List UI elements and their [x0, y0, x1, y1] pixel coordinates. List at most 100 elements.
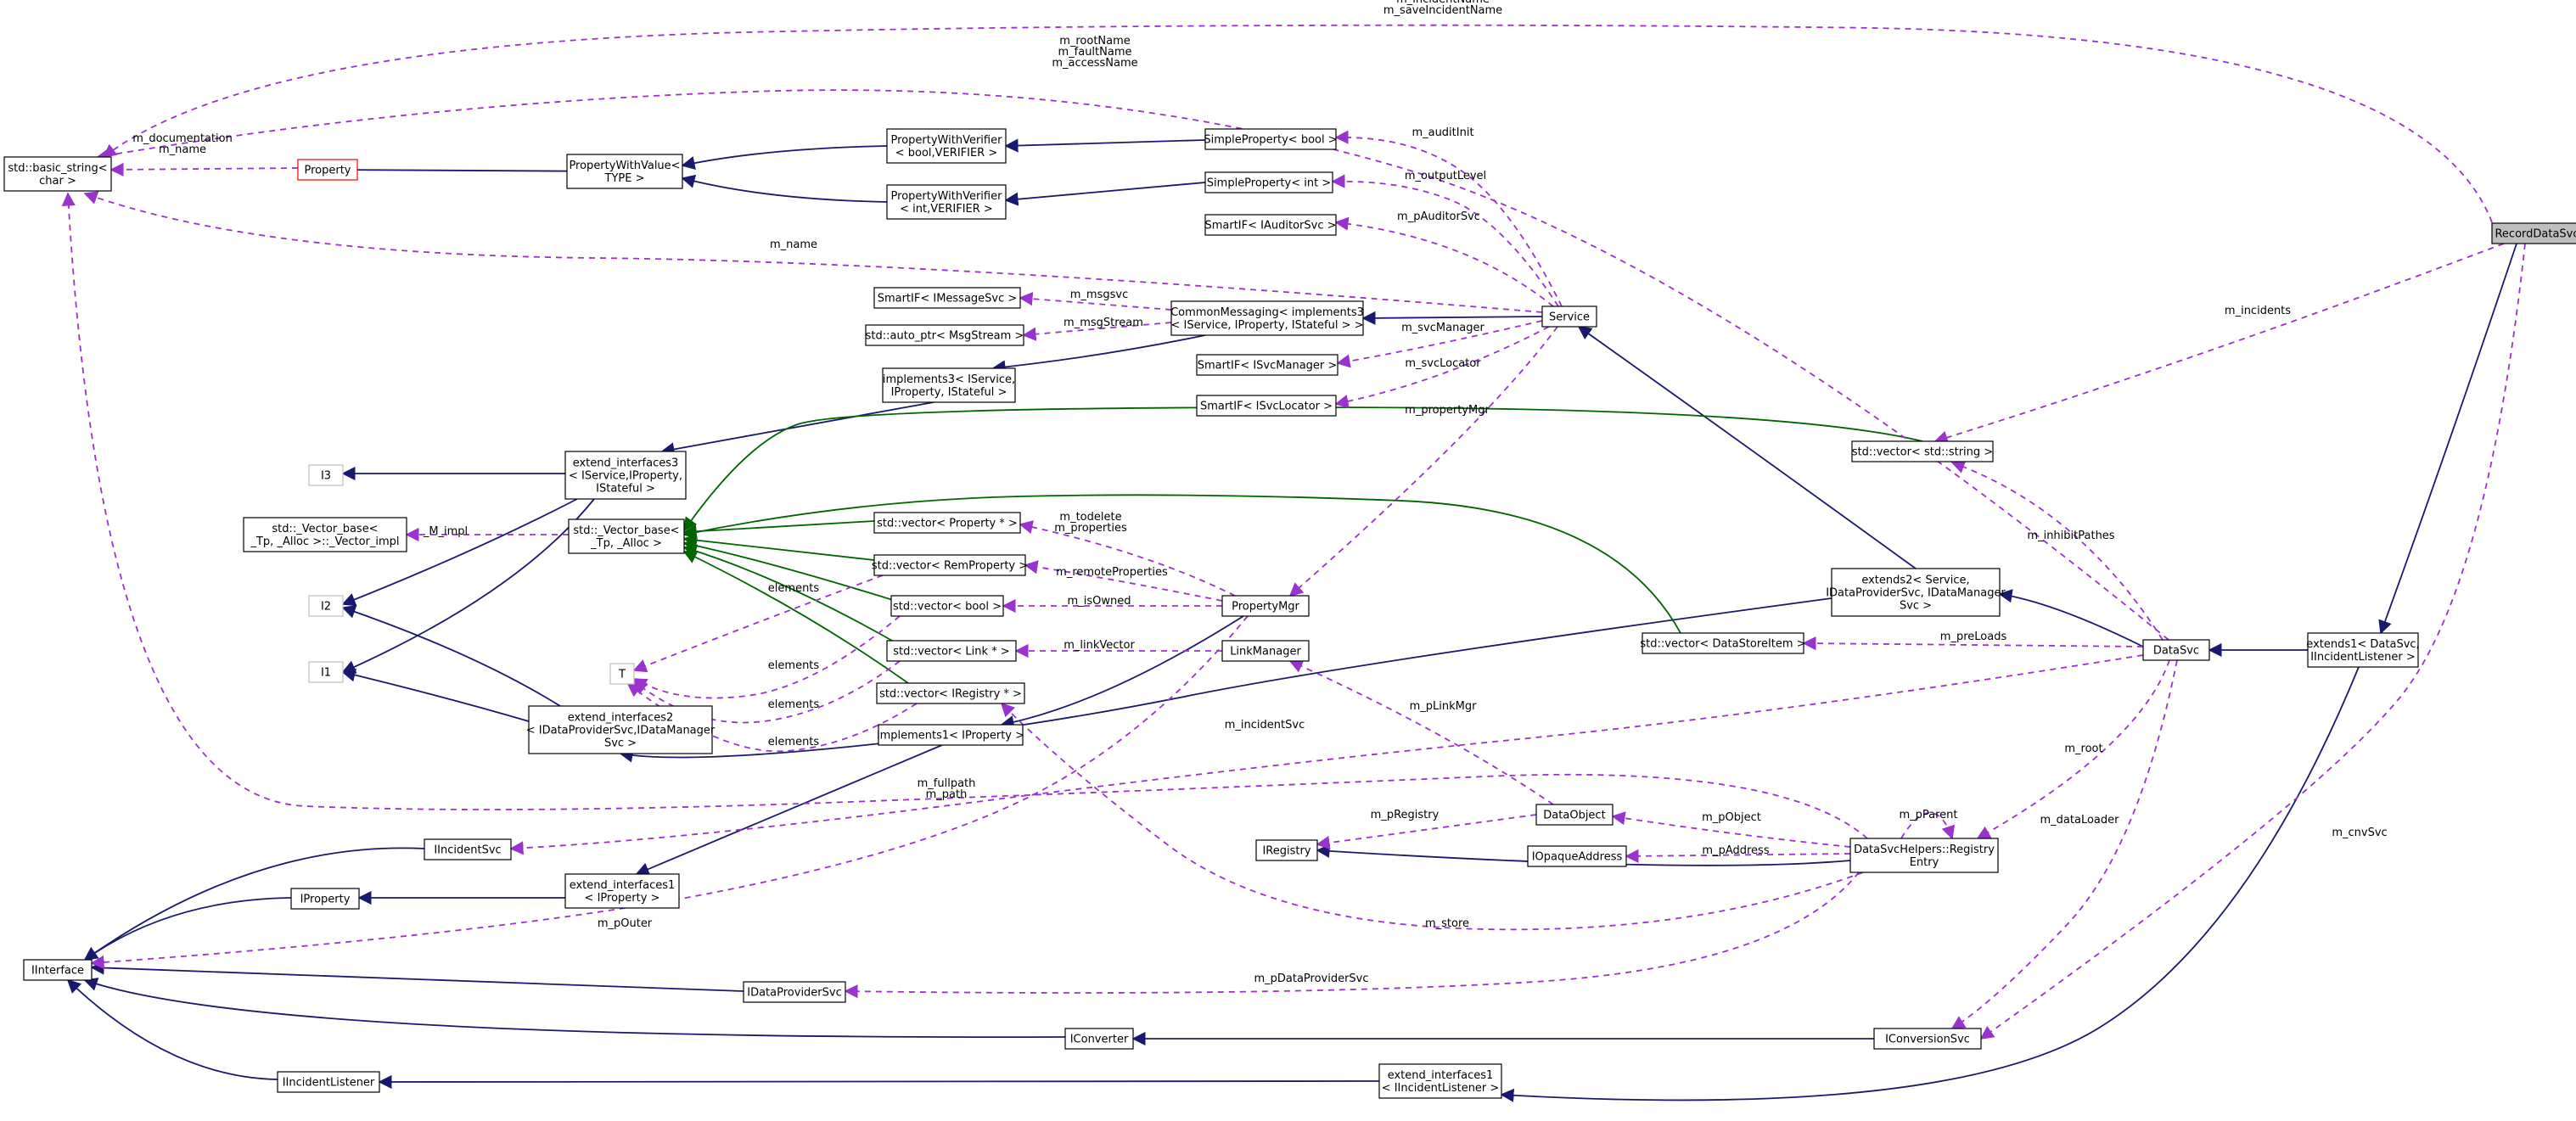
class-node-vec-property[interactable]: std::vector< Property * >	[873, 512, 1021, 534]
edge-service-to-sif-svclocator	[1334, 326, 1550, 408]
edge-datasvc-to-vector-string	[1950, 460, 2164, 641]
edge-propertymgr-to-vec-remproperty	[1024, 560, 1223, 602]
edge-property-to-basic-string	[109, 162, 299, 177]
edge-sp-int-to-pwv-int	[1004, 182, 1206, 206]
edge-registryentry-to-dataobject	[1611, 811, 1851, 848]
class-node-linkmanager[interactable]: LinkManager	[1221, 640, 1310, 662]
edge-label-commonmessaging-to-sif-message: m_msgsvc	[1070, 289, 1128, 301]
class-node-iproperty[interactable]: IProperty	[290, 888, 360, 910]
class-node-auto-ptr[interactable]: std::auto_ptr< MsgStream >	[865, 324, 1024, 346]
class-box	[1378, 1063, 1502, 1099]
class-node-service[interactable]: Service	[1541, 305, 1597, 328]
class-box	[1541, 305, 1597, 328]
class-node-pwv-int[interactable]: PropertyWithVerifier< int,VERIFIER >	[886, 184, 1007, 220]
class-node-recorddatasvc[interactable]: RecordDataSvc	[2491, 222, 2576, 244]
class-node-vector-base[interactable]: std::_Vector_base<_Tp, _Alloc >	[568, 518, 685, 554]
edge-registryentry-to-vec-iregistry	[1000, 702, 1864, 931]
edge-label-propertymgr-to-iinterface: m_pOuter	[598, 917, 653, 930]
edge-vec-link-to-t	[632, 660, 901, 724]
class-box	[878, 724, 1024, 746]
class-name-line: std::vector< bool >	[893, 601, 1002, 614]
class-name-line: extend_interfaces3	[573, 457, 679, 470]
class-node-implements1[interactable]: implements1< IProperty >	[877, 724, 1024, 746]
class-node-extend-interfaces2[interactable]: extend_interfaces2< IDataProviderSvc,IDa…	[526, 705, 716, 754]
class-node-propertywithvalue[interactable]: PropertyWithValue<TYPE >	[566, 154, 683, 189]
edge-service-to-sif-auditor	[1334, 216, 1554, 307]
class-node-vector-string[interactable]: std::vector< std::string >	[1851, 440, 1994, 462]
class-node-dataobject[interactable]: DataObject	[1535, 804, 1614, 826]
edge-vec-remproperty-to-vector-base	[682, 533, 875, 561]
class-node-datasvc[interactable]: DataSvc	[2142, 639, 2210, 661]
edge-registryentry-to-registryentry	[1900, 812, 1956, 840]
class-node-implements3[interactable]: implements3< IService,IProperty, IStatef…	[882, 367, 1016, 403]
edge-sp-bool-to-pwv-bool	[1004, 138, 1206, 153]
class-name-line: implements3< IService,	[883, 373, 1015, 386]
class-name-line: SmartIF< ISvcManager >	[1198, 360, 1338, 373]
edge-iproperty-to-iinterface	[83, 897, 292, 961]
class-node-iconversionsvc[interactable]: IConversionSvc	[1873, 1028, 1982, 1050]
edge-propertymgr-to-implements1	[1000, 615, 1244, 730]
class-node-sp-bool[interactable]: SimpleProperty< bool >	[1204, 128, 1338, 150]
class-node-iconverter[interactable]: IConverter	[1064, 1028, 1134, 1050]
class-name-line: std::vector< Link * >	[893, 646, 1009, 659]
class-node-property[interactable]: Property	[297, 159, 358, 181]
class-box	[1851, 440, 1994, 462]
class-node-sif-svcmanager[interactable]: SmartIF< ISvcManager >	[1196, 354, 1339, 376]
edge-recorddatasvc-to-vector-string	[1933, 243, 2505, 445]
class-box	[568, 518, 685, 554]
class-node-iincidentsvc[interactable]: IIncidentSvc	[424, 838, 512, 860]
edge-label-vec-bool-to-t: elements	[768, 659, 820, 672]
class-node-vec-datastoreitem[interactable]: std::vector< DataStoreItem >	[1640, 632, 1806, 654]
edge-idataprovidersvc-to-iinterface	[90, 961, 744, 992]
class-node-extends1[interactable]: extends1< DataSvc,IIncidentListener >	[2306, 632, 2420, 668]
class-node-sp-int[interactable]: SimpleProperty< int >	[1204, 171, 1333, 193]
class-node-vector-impl[interactable]: std::_Vector_base<_Tp, _Alloc >::_Vector…	[243, 517, 407, 552]
class-node-i3[interactable]: I3	[308, 464, 344, 486]
class-node-sif-message[interactable]: SmartIF< IMessageSvc >	[873, 287, 1021, 309]
class-box	[566, 154, 683, 189]
class-node-i2[interactable]: I2	[308, 595, 344, 617]
class-name-line: IIncidentSvc	[434, 844, 501, 857]
class-node-extend-interfaces1-prop[interactable]: extend_interfaces1< IProperty >	[564, 873, 680, 909]
class-name-line: IDataProviderSvc	[747, 987, 842, 1000]
class-node-sif-svclocator[interactable]: SmartIF< ISvcLocator >	[1196, 395, 1337, 417]
class-node-propertymgr[interactable]: PropertyMgr	[1221, 595, 1310, 617]
class-name-line: extend_interfaces1	[1388, 1069, 1494, 1082]
edge-vec-property-to-vector-base	[682, 520, 875, 539]
class-node-iincidentlistener[interactable]: IIncidentListener	[277, 1071, 380, 1093]
class-box	[424, 838, 512, 860]
class-node-pwv-bool[interactable]: PropertyWithVerifier< bool,VERIFIER >	[886, 128, 1007, 164]
class-node-vec-link[interactable]: std::vector< Link * >	[886, 640, 1017, 662]
class-node-vec-remproperty[interactable]: std::vector< RemProperty >	[872, 554, 1028, 576]
edge-label-propertymgr-to-vec-remproperty: m_remoteProperties	[1056, 566, 1168, 579]
class-node-iinterface[interactable]: IInterface	[23, 959, 93, 981]
class-node-iregistry[interactable]: IRegistry	[1255, 839, 1318, 861]
edge-label-datasvc-to-iincidentsvc: m_incidentSvc	[1225, 719, 1305, 731]
class-box	[873, 554, 1026, 576]
class-node-commonmessaging[interactable]: CommonMessaging< implements3< IService, …	[1170, 300, 1364, 336]
class-node-vec-iregistry[interactable]: std::vector< IRegistry * >	[876, 682, 1025, 704]
class-node-idataprovidersvc[interactable]: IDataProviderSvc	[743, 981, 846, 1003]
class-node-vec-bool[interactable]: std::vector< bool >	[890, 595, 1004, 617]
class-box	[2491, 222, 2576, 244]
class-node-extend-interfaces1-inc[interactable]: extend_interfaces1< IIncidentListener >	[1378, 1063, 1502, 1099]
class-node-extend-interfaces3[interactable]: extend_interfaces3< IService,IProperty,I…	[564, 451, 687, 500]
edge-propertymgr-to-vec-property	[1019, 520, 1236, 597]
class-name-line: _Tp, _Alloc >::_Vector_impl	[250, 535, 399, 548]
class-box	[564, 873, 680, 909]
edge-label-recorddatasvc-to-vector-string: m_incidents	[2225, 305, 2291, 317]
class-node-basic-string[interactable]: std::basic_string<char >	[3, 156, 112, 192]
class-node-t[interactable]: T	[609, 663, 635, 685]
edge-dataobject-to-linkmanager	[1288, 659, 1554, 805]
class-name-line: IDataProviderSvc, IDataManager	[1826, 587, 2006, 600]
edge-label-registryentry-to-vec-iregistry: m_store	[1425, 917, 1469, 930]
class-node-extends2[interactable]: extends2< Service,IDataProviderSvc, IDat…	[1826, 568, 2006, 617]
class-node-iopaqueaddress[interactable]: IOpaqueAddress	[1527, 845, 1627, 867]
class-node-i1[interactable]: I1	[308, 661, 344, 683]
class-node-sif-auditor[interactable]: SmartIF< IAuditorSvc >	[1204, 214, 1337, 236]
edge-vec-iregistry-to-vector-base	[682, 551, 909, 684]
